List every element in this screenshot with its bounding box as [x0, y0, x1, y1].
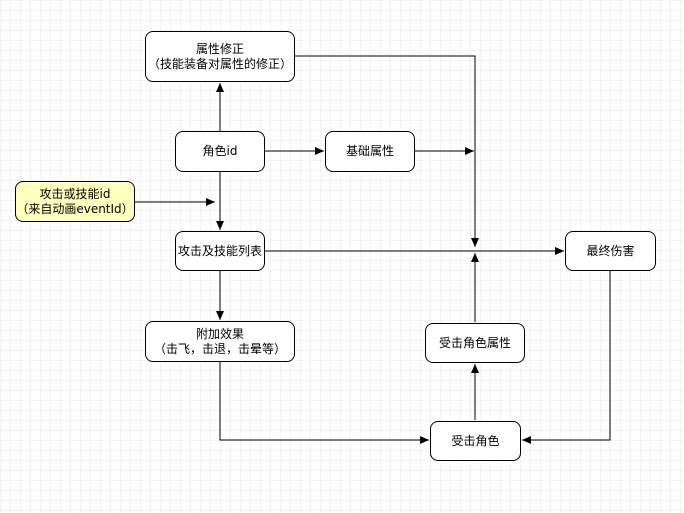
node-attr-modify[interactable]: 属性修正 （技能装备对属性的修正） — [145, 31, 295, 82]
node-victim-label: 受击角色 — [451, 433, 500, 448]
node-extra-effect-line1: 附加效果 — [195, 326, 244, 341]
node-extra-effect-line2: （击飞，击退，击晕等） — [153, 341, 286, 356]
node-attack-skill-id[interactable]: 攻击或技能id （来自动画eventId） — [15, 181, 135, 222]
node-final-damage-label: 最终伤害 — [586, 243, 635, 258]
node-attr-modify-line1: 属性修正 — [195, 41, 244, 56]
node-role-id[interactable]: 角色id — [175, 131, 265, 172]
edge-final-damage-to-victim — [522, 271, 611, 444]
node-attack-skill-list-label: 攻击及技能列表 — [177, 243, 262, 258]
node-base-attr-label: 基础属性 — [345, 144, 394, 158]
node-attack-skill-id-line2: （来自动画eventId） — [16, 201, 134, 216]
node-victim-attr[interactable]: 受击角色属性 — [425, 323, 525, 363]
node-base-attr[interactable]: 基础属性 — [325, 131, 415, 172]
node-extra-effect[interactable]: 附加效果 （击飞，击退，击晕等） — [145, 321, 295, 362]
node-final-damage[interactable]: 最终伤害 — [565, 231, 656, 271]
node-attack-skill-id-line1: 攻击或技能id — [39, 186, 111, 201]
edge-extra-effect-to-victim — [219, 362, 429, 444]
node-victim[interactable]: 受击角色 — [430, 421, 521, 461]
node-attack-skill-list[interactable]: 攻击及技能列表 — [175, 231, 265, 271]
node-attr-modify-line2: （技能装备对属性的修正） — [147, 56, 292, 71]
node-role-id-label: 角色id — [202, 144, 238, 158]
node-victim-attr-label: 受击角色属性 — [438, 335, 511, 350]
edge-attr-modify-to-junction — [295, 55, 479, 247]
